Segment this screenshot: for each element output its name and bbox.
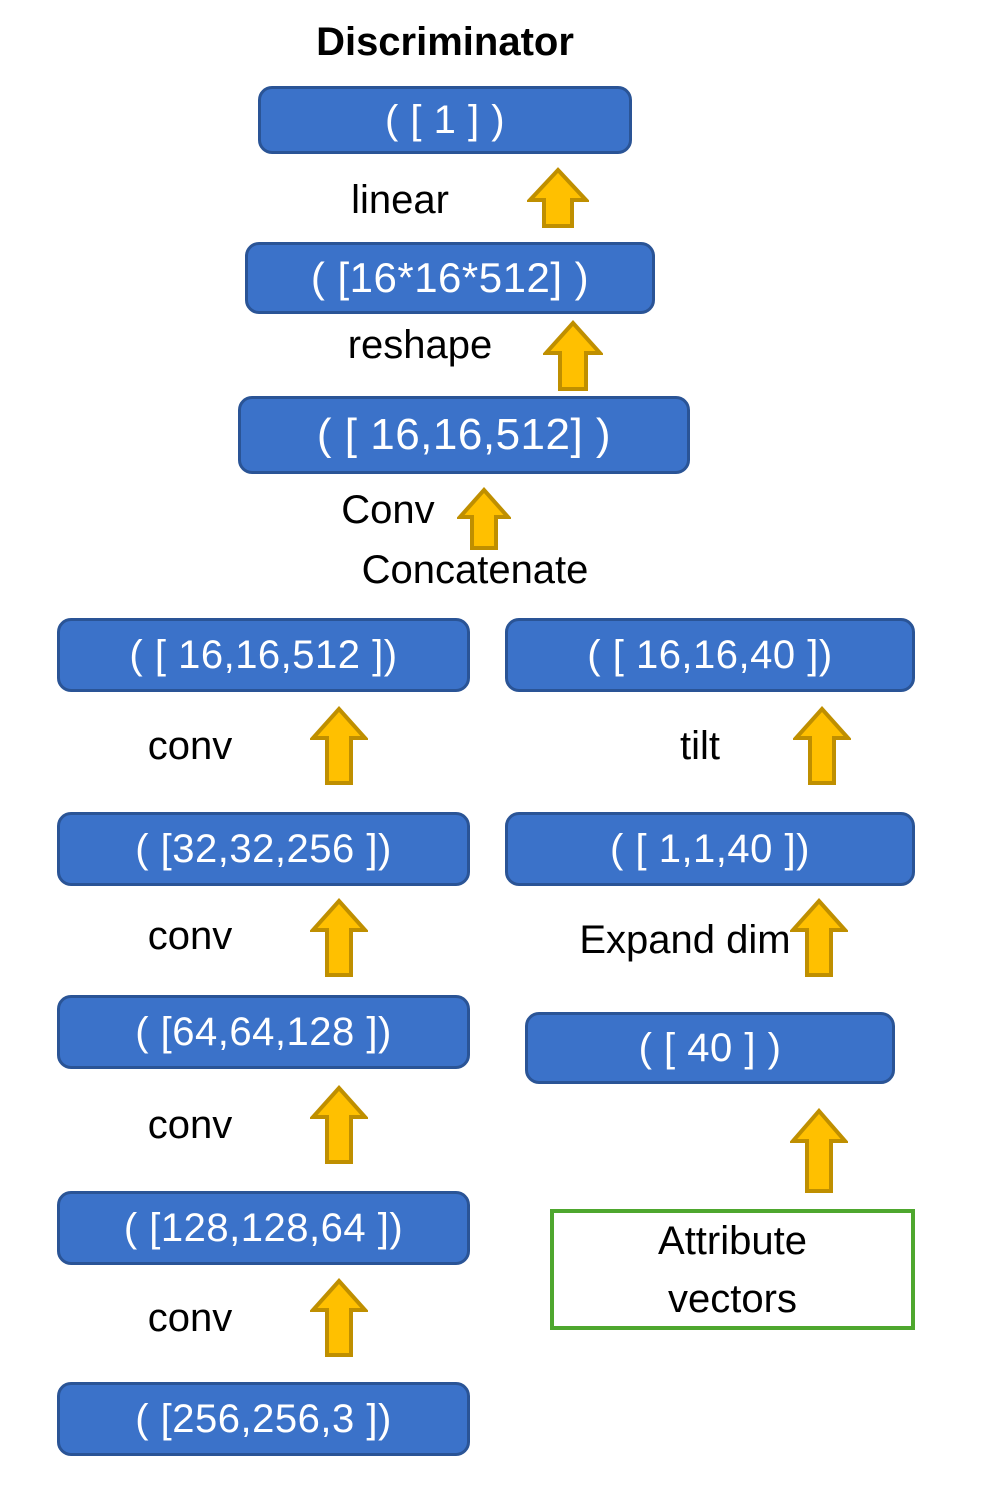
arrow-up-icon-conv-128 xyxy=(310,1278,368,1358)
arrow-up-icon-linear xyxy=(527,167,589,229)
input-box-attribute-vectors: Attribute vectors xyxy=(550,1209,915,1330)
op-label-conv-16: conv xyxy=(147,724,233,768)
op-label-reshape: reshape xyxy=(347,323,493,367)
op-label-conv-64: conv xyxy=(147,1103,233,1147)
page-title: Discriminator xyxy=(316,20,574,64)
tensor-box-image-32: ( [32,32,256 ]) xyxy=(57,812,470,886)
op-label-conv-128: conv xyxy=(147,1296,233,1340)
tensor-box-flat-features: ( [16*16*512] ) xyxy=(245,242,655,314)
tensor-box-attr-tiled: ( [ 16,16,40 ]) xyxy=(505,618,915,692)
arrow-up-icon-conv-16 xyxy=(310,706,368,786)
attribute-vectors-line1: Attribute xyxy=(658,1218,807,1263)
arrow-up-icon-conv-64 xyxy=(310,1085,368,1165)
op-label-expand-dim: Expand dim xyxy=(579,918,791,962)
arrow-up-icon-tilt xyxy=(793,706,851,786)
tensor-box-output: ( [ 1 ] ) xyxy=(258,86,632,154)
arrow-up-icon-attr-input xyxy=(790,1108,848,1194)
tensor-box-image-128: ( [128,128,64 ]) xyxy=(57,1191,470,1265)
arrow-up-icon-conv-32 xyxy=(310,898,368,978)
attribute-vectors-line2: vectors xyxy=(668,1276,797,1321)
tensor-box-image-input: ( [256,256,3 ]) xyxy=(57,1382,470,1456)
arrow-up-icon-conv-top xyxy=(457,487,511,551)
op-label-linear: linear xyxy=(351,178,449,222)
arrow-up-icon-expand-dim xyxy=(790,898,848,978)
tensor-box-image-16: ( [ 16,16,512 ]) xyxy=(57,618,470,692)
arrow-up-icon-reshape xyxy=(543,320,603,392)
tensor-box-attr-expanded: ( [ 1,1,40 ]) xyxy=(505,812,915,886)
tensor-box-conv-features: ( [ 16,16,512] ) xyxy=(238,396,690,474)
tensor-box-image-64: ( [64,64,128 ]) xyxy=(57,995,470,1069)
op-label-conv-32: conv xyxy=(147,914,233,958)
tensor-box-attr-vector: ( [ 40 ] ) xyxy=(525,1012,895,1084)
op-label-tilt: tilt xyxy=(680,724,720,768)
op-label-conv-top: Conv xyxy=(341,488,435,532)
op-label-concatenate: Concatenate xyxy=(361,548,589,592)
